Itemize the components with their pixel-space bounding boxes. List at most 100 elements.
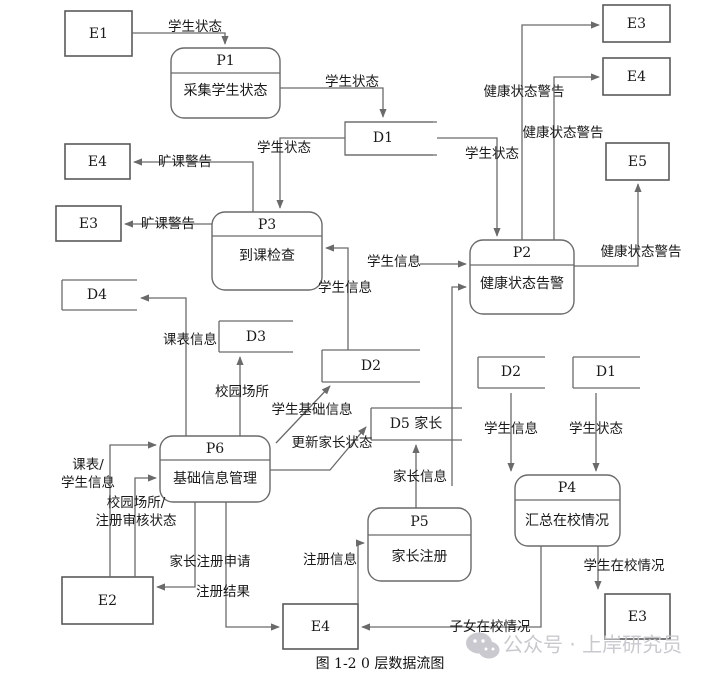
- external-entity-e4-top[interactable]: E4: [64, 143, 131, 180]
- flow-label: 学生信息: [318, 279, 372, 296]
- process-name: 基础信息管理: [173, 470, 257, 487]
- flow-label: 注册审核状态: [96, 513, 177, 529]
- flow-label: 更新家长状态: [292, 434, 373, 451]
- process-name: 汇总在校情况: [525, 512, 609, 529]
- external-entity-e2[interactable]: E2: [61, 576, 154, 625]
- flow-d2-to-p3: [325, 244, 349, 350]
- flow-p2-to-e5: [574, 183, 642, 267]
- flow-p6-to-d2: [275, 385, 331, 444]
- data-store-d2[interactable]: D2: [321, 349, 420, 383]
- flow-lower-to-p2: [451, 283, 467, 486]
- flow-label: 学生状态: [325, 74, 379, 90]
- flow-label: 学生在校情况: [584, 557, 665, 574]
- process-name: 到课检查: [239, 248, 295, 264]
- process-p4[interactable]: P4 汇总在校情况: [514, 474, 621, 547]
- process-code: P4: [558, 480, 576, 496]
- external-entity-label: E4: [311, 619, 330, 635]
- flow-label: 校园场所/: [107, 494, 166, 511]
- external-entity-label: E4: [88, 154, 107, 170]
- flow-label: 学生基础信息: [272, 401, 353, 418]
- data-store-label: D3: [246, 329, 266, 345]
- data-store-label: D4: [87, 287, 107, 303]
- flow-p2-to-e4: [553, 73, 600, 240]
- data-store-label: D2: [361, 358, 381, 374]
- external-entity-e4-bottom[interactable]: E4: [282, 603, 359, 650]
- data-store-label: D1: [373, 130, 393, 146]
- process-code: P3: [258, 217, 276, 233]
- data-store-label: D1: [596, 364, 616, 380]
- watermark-text: 公众号 · 上岸研究员: [503, 633, 682, 657]
- flow-e1-to-p1: [132, 32, 229, 45]
- data-store-d5[interactable]: D5 家长: [370, 407, 462, 441]
- process-p3[interactable]: P3 到课检查: [211, 211, 323, 291]
- process-p2[interactable]: P2 健康状态告警: [469, 239, 575, 315]
- external-entity-label: E3: [628, 609, 647, 625]
- external-entity-e3-topright[interactable]: E3: [602, 4, 671, 43]
- flow-p6-to-d5: [270, 426, 367, 471]
- flow-label: 注册结果: [196, 584, 250, 600]
- flow-label: 家长注册申请: [170, 553, 251, 570]
- process-name: 健康状态告警: [480, 275, 564, 292]
- flow-p6-to-d4: [140, 294, 187, 436]
- flow-e2-to-p6-campus: [134, 474, 157, 577]
- process-code: P6: [206, 441, 224, 457]
- data-store-label: D2: [501, 364, 521, 380]
- figure-caption: 图 1-2 0 层数据流图: [316, 656, 445, 672]
- flow-label: 学生状态: [168, 19, 222, 35]
- flow-label: 健康状态警告: [523, 124, 604, 141]
- external-entity-e3-bottom[interactable]: E3: [604, 593, 671, 640]
- process-code: P5: [410, 514, 428, 530]
- process-p1[interactable]: P1 采集学生状态: [170, 47, 281, 119]
- data-store-d1[interactable]: D1: [344, 121, 437, 156]
- data-store-d4[interactable]: D4: [61, 279, 137, 311]
- watermark: 公众号 · 上岸研究员: [466, 632, 682, 659]
- wechat-icon: [466, 632, 500, 659]
- flow-label: 学生信息: [61, 474, 115, 491]
- flow-p2-to-e3: [521, 21, 600, 240]
- flow-label: 校园场所: [215, 383, 269, 400]
- process-code: P1: [216, 53, 234, 69]
- process-name: 家长注册: [392, 548, 448, 565]
- flow-label: 家长信息: [393, 468, 447, 485]
- data-store-d2-bottomright[interactable]: D2: [477, 356, 545, 389]
- flow-label: 旷课警告: [158, 154, 212, 170]
- external-entity-label: E5: [628, 154, 647, 170]
- flow-p3-to-e4: [133, 158, 254, 212]
- data-store-label: D5 家长: [390, 415, 443, 432]
- flow-e2-to-p6-courses: [109, 441, 157, 577]
- data-store-d1-bottomright[interactable]: D1: [572, 356, 640, 389]
- flow-label: 学生状态: [465, 146, 519, 162]
- flow-label: 学生状态: [569, 421, 623, 437]
- flow-label: 健康状态警告: [601, 243, 682, 260]
- process-name: 采集学生状态: [184, 82, 268, 99]
- flow-label: 旷课警告: [141, 216, 195, 232]
- data-store-d3[interactable]: D3: [218, 320, 293, 353]
- flow-p1-to-d1: [280, 87, 387, 118]
- flow-e4-to-p5: [355, 539, 365, 604]
- flow-label: 课表信息: [163, 331, 217, 348]
- external-entity-label: E4: [627, 69, 646, 85]
- flow-label: 学生状态: [257, 140, 311, 156]
- flow-p4-to-e4: [361, 546, 542, 631]
- external-entity-e4-topright[interactable]: E4: [602, 57, 671, 96]
- flow-label: 课表/: [72, 457, 104, 473]
- external-entity-label: E3: [79, 216, 98, 232]
- flow-p6-to-e4: [225, 502, 280, 631]
- external-entity-label: E3: [627, 16, 646, 32]
- external-entity-e5[interactable]: E5: [605, 142, 670, 181]
- flow-d1-to-p2: [437, 137, 501, 237]
- flow-p6-to-e2: [156, 502, 196, 591]
- external-entity-e3-top[interactable]: E3: [55, 205, 122, 242]
- external-entity-e1[interactable]: E1: [64, 10, 133, 57]
- flow-label: 注册信息: [303, 551, 357, 568]
- flow-label: 子女在校情况: [450, 618, 531, 635]
- process-p5[interactable]: P5 家长注册: [367, 507, 472, 582]
- flow-label: 学生信息: [367, 253, 421, 270]
- process-code: P2: [513, 245, 531, 261]
- process-p6[interactable]: P6 基础信息管理: [159, 435, 271, 503]
- flow-label: 健康状态警告: [484, 83, 565, 100]
- flow-d1-to-p3: [276, 137, 345, 209]
- flow-label: 学生信息: [484, 420, 538, 437]
- external-entity-label: E1: [89, 26, 108, 42]
